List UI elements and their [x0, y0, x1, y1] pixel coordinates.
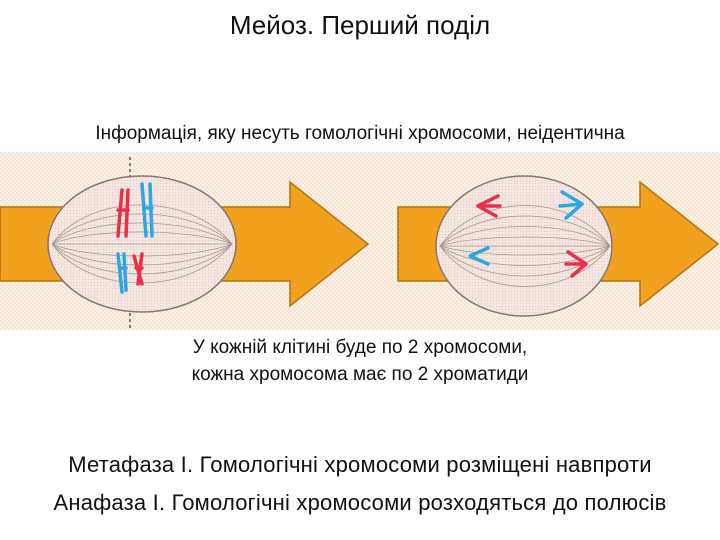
anaphase-text: Анафаза І. Гомологічні хромосоми розходя…: [53, 490, 667, 515]
info-text: Інформація, яку несуть гомологічні хромо…: [95, 123, 625, 144]
metaphase-text: Метафаза І. Гомологічні хромосоми розміщ…: [68, 452, 652, 477]
caption: У кожній клітині буде по 2 хромосоми, ко…: [0, 334, 720, 388]
caption-line-2: кожна хромосома має по 2 хроматиди: [191, 364, 529, 385]
chromosomes-right-pole: [558, 190, 588, 278]
meiosis-illustration: [0, 152, 720, 330]
page-title: Мейоз. Перший поділ: [229, 10, 491, 40]
cell-anaphase: [435, 175, 613, 317]
caption-line-1: У кожній клітині буде по 2 хромосоми,: [192, 337, 528, 358]
chromosome-pair-upper: [116, 182, 154, 238]
cell-metaphase: [47, 157, 237, 328]
chromosome-pair-lower: [116, 252, 144, 294]
meiosis-diagram: [0, 152, 720, 330]
chromosomes-left-pole: [468, 194, 502, 266]
